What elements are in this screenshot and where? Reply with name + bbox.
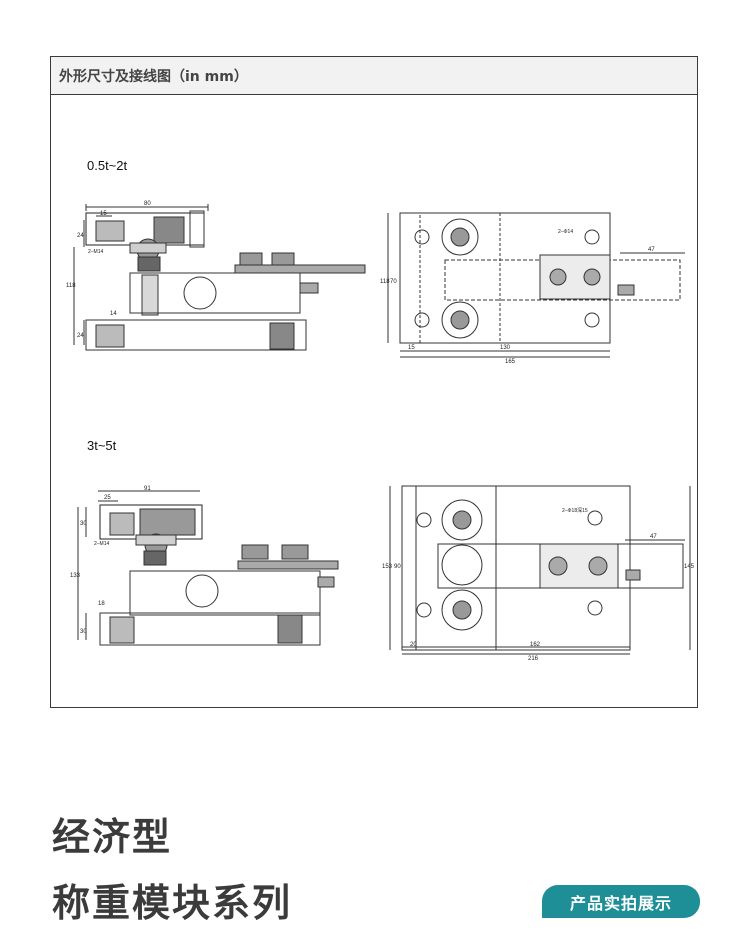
dim-25: 25 (104, 495, 111, 501)
dim-30a: 30 (80, 521, 87, 527)
hole-phi14: 2–Φ14 (558, 229, 573, 235)
dim-24b: 24 (77, 333, 84, 339)
dim-145: 145 (684, 564, 695, 570)
dim-162: 162 (530, 642, 541, 648)
panel-header: 外形尺寸及接线图（in mm） (51, 57, 697, 95)
section1-top-view: 2–Φ14 47 118 70 15 130 165 (380, 212, 685, 365)
dim-18: 18 (98, 601, 105, 607)
section2-top-view: 2–Φ18深15 47 153 90 145 20 162 216 (382, 485, 695, 662)
dim-91: 91 (144, 486, 151, 492)
dim-47: 47 (648, 247, 655, 253)
dim-90: 90 (394, 564, 401, 570)
hole-m14-2: 2–M14 (94, 541, 110, 547)
dim-15: 15 (100, 211, 107, 217)
dim-130: 130 (500, 345, 511, 351)
dim-47-2: 47 (650, 534, 657, 540)
section2-label: 3t~5t (87, 438, 117, 453)
product-photo-button[interactable]: 产品实拍展示 (542, 885, 700, 918)
dim-14: 14 (110, 311, 117, 317)
section2-side-view: 91 25 30 2–M14 133 18 30 (70, 486, 339, 646)
dim-70: 70 (390, 279, 397, 285)
dim-20: 20 (410, 642, 417, 648)
dim-15-top: 15 (408, 345, 415, 351)
dim-118-top: 118 (380, 279, 390, 285)
section1-label: 0.5t~2t (87, 158, 128, 173)
dim-133: 133 (70, 573, 81, 579)
hole-m14: 2–M14 (88, 249, 104, 255)
dimension-panel: 外形尺寸及接线图（in mm） (50, 56, 698, 708)
dim-216: 216 (528, 656, 539, 662)
dim-153: 153 (382, 564, 393, 570)
dim-80: 80 (144, 201, 151, 207)
dim-118: 118 (66, 283, 76, 289)
title-line2: 称重模块系列 (52, 881, 293, 925)
title-line1: 经济型 (52, 815, 173, 859)
dim-30b: 30 (80, 629, 87, 635)
section1-side-view: 80 15 24 2–M14 118 14 24 (66, 201, 366, 351)
hole-phi18: 2–Φ18深15 (562, 507, 588, 514)
dim-24a: 24 (77, 233, 84, 239)
dim-165: 165 (505, 359, 516, 365)
